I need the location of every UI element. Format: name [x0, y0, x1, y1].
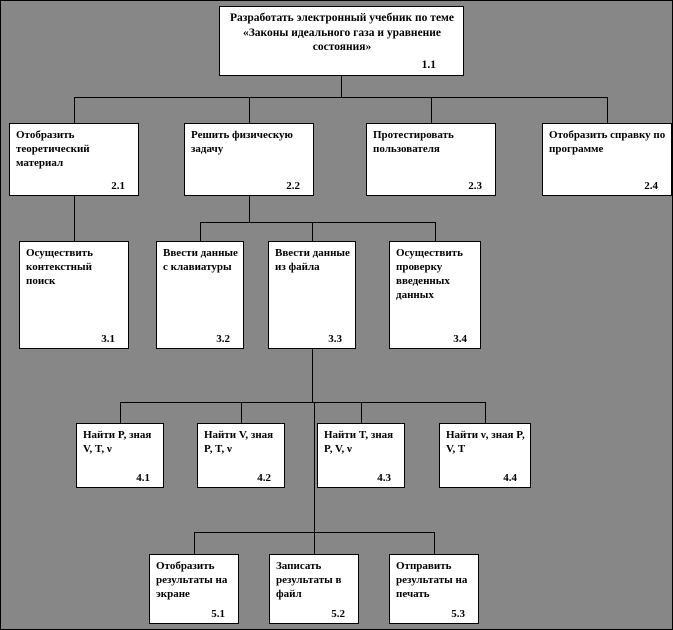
node-3-1: Осуществить контекстный поиск 3.1 [19, 241, 129, 349]
node-3-3-label: Ввести данные из файла [275, 247, 350, 274]
node-2-1: Отобразить теоретический материал 2.1 [9, 123, 139, 196]
node-2-4-number: 2.4 [644, 179, 658, 192]
node-2-2-number: 2.2 [286, 179, 300, 192]
node-4-2-number: 4.2 [257, 471, 271, 484]
node-3-2-label: Ввести данные с клавиатуры [163, 247, 238, 274]
node-3-1-label: Осуществить контекстный поиск [26, 247, 93, 288]
node-3-1-number: 3.1 [101, 332, 115, 345]
node-5-1: Отобразить результаты на экране 5.1 [149, 554, 239, 624]
node-4-4-label: Найти ν, зная P, V, T [446, 429, 525, 456]
node-1-1-label: Разработать электронный учебник по теме … [230, 12, 454, 54]
node-5-1-number: 5.1 [211, 607, 225, 620]
node-4-1: Найти P, зная V, T, ν 4.1 [76, 423, 164, 488]
node-3-4-label: Осуществить проверку введенных данных [396, 247, 463, 302]
node-3-3: Ввести данные из файла 3.3 [268, 241, 356, 349]
node-2-3: Протестировать пользователя 2.3 [366, 123, 496, 196]
node-5-3-label: Отправить результаты на печать [396, 560, 468, 601]
node-3-2-number: 3.2 [216, 332, 230, 345]
node-3-3-number: 3.3 [328, 332, 342, 345]
node-2-1-number: 2.1 [111, 179, 125, 192]
node-4-2-label: Найти V, зная P, T, ν [204, 429, 274, 456]
node-4-1-label: Найти P, зная V, T, ν [83, 429, 152, 456]
node-5-2-number: 5.2 [331, 607, 345, 620]
node-5-2-label: Записать результаты в файл [276, 560, 342, 601]
node-2-4: Отобразить справку по программе 2.4 [542, 123, 672, 196]
node-2-3-label: Протестировать пользователя [373, 129, 454, 156]
node-1-1: Разработать электронный учебник по теме … [219, 6, 464, 76]
node-2-2: Решить физическую задачу 2.2 [184, 123, 314, 196]
node-4-4: Найти ν, зная P, V, T 4.4 [439, 423, 531, 488]
node-5-2: Записать результаты в файл 5.2 [269, 554, 359, 624]
node-2-4-label: Отобразить справку по программе [549, 129, 666, 156]
node-4-3-label: Найти T, зная P, V, ν [324, 429, 394, 456]
node-3-2: Ввести данные с клавиатуры 3.2 [156, 241, 244, 349]
node-1-1-number: 1.1 [421, 59, 436, 72]
node-2-3-number: 2.3 [468, 179, 482, 192]
node-4-3: Найти T, зная P, V, ν 4.3 [317, 423, 405, 488]
node-3-4-number: 3.4 [453, 332, 467, 345]
node-2-2-label: Решить физическую задачу [191, 129, 293, 156]
node-5-3: Отправить результаты на печать 5.3 [389, 554, 479, 624]
node-3-4: Осуществить проверку введенных данных 3.… [389, 241, 481, 349]
node-4-3-number: 4.3 [377, 471, 391, 484]
node-5-1-label: Отобразить результаты на экране [156, 560, 228, 601]
node-4-1-number: 4.1 [136, 471, 150, 484]
node-2-1-label: Отобразить теоретический материал [16, 129, 90, 170]
node-5-3-number: 5.3 [451, 607, 465, 620]
node-4-2: Найти V, зная P, T, ν 4.2 [197, 423, 285, 488]
node-4-4-number: 4.4 [503, 471, 517, 484]
